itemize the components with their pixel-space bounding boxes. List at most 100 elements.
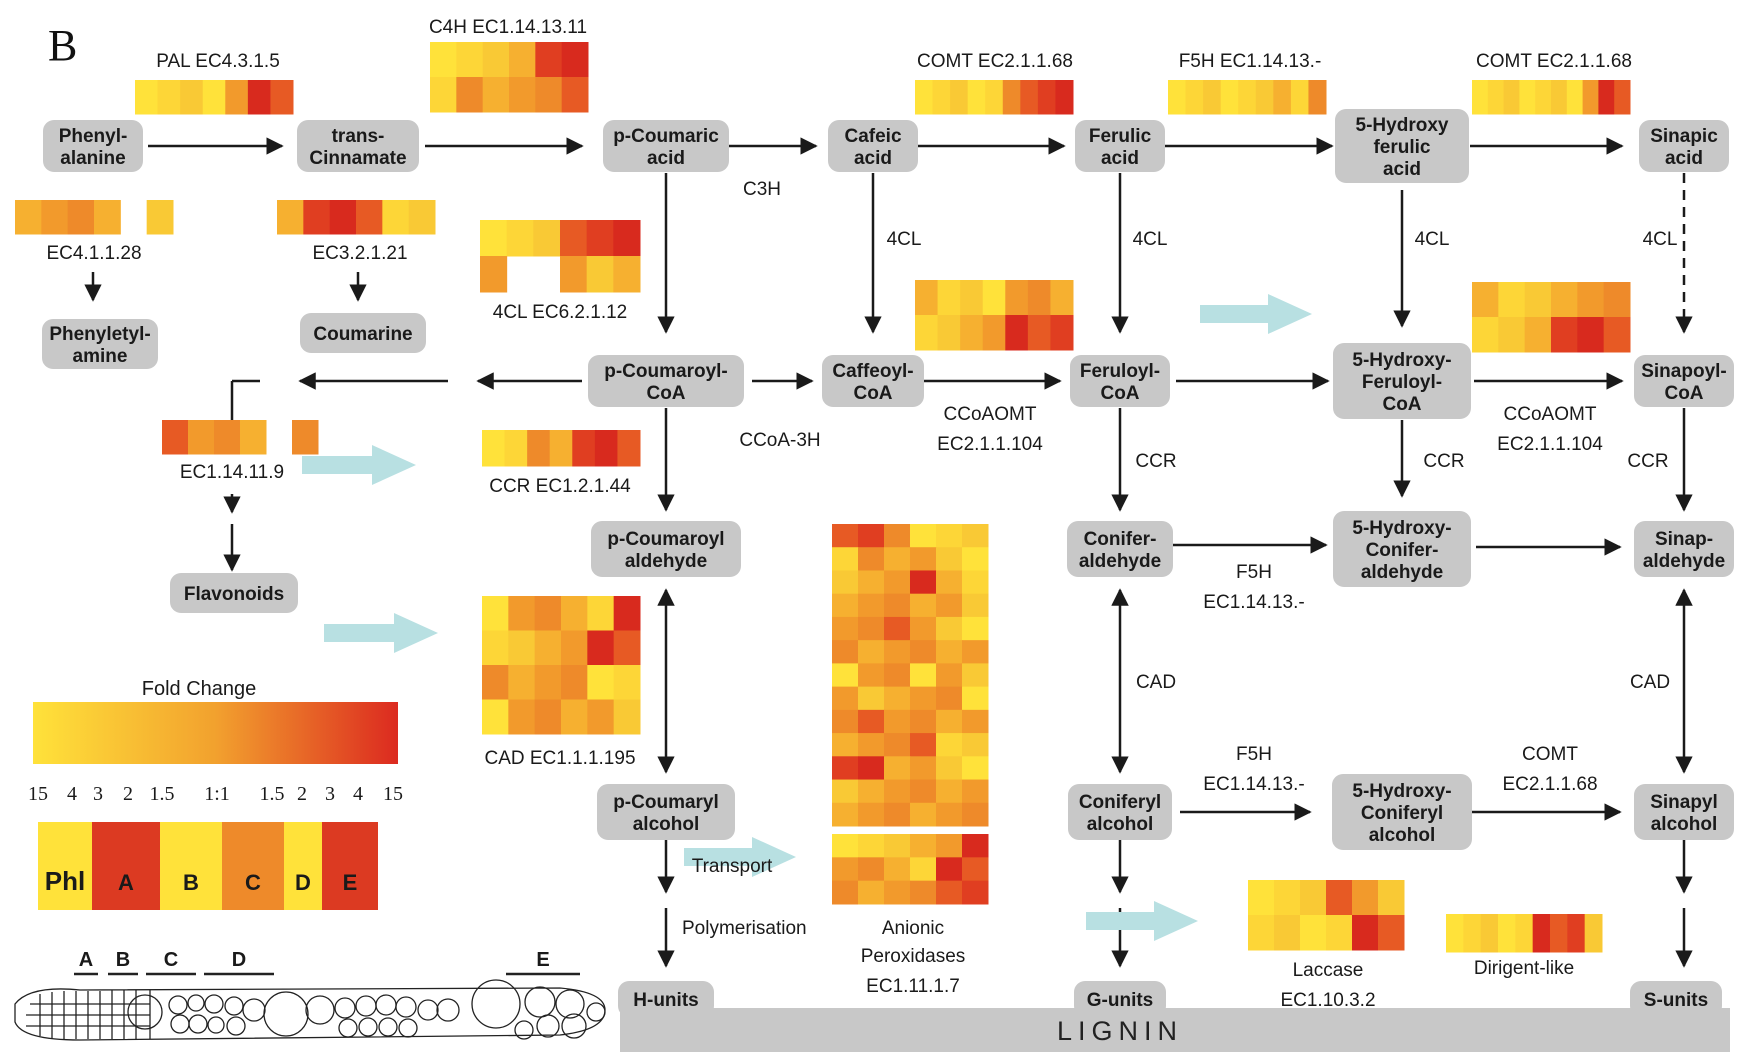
legend-swatch <box>322 822 378 910</box>
heatmap-cell <box>1551 317 1578 353</box>
node-box <box>42 319 158 369</box>
tissue-cross-section <box>14 972 606 1041</box>
legend-tick: 3 <box>325 783 335 805</box>
highlight-arrows <box>302 294 1312 941</box>
node-label: amine <box>73 346 128 367</box>
node-label: p-Coumaroyl <box>607 529 724 550</box>
heatmap-cell <box>225 80 249 115</box>
enzyme-label-ccr-3: CCR <box>1627 451 1668 472</box>
heatmap-cell <box>960 315 984 351</box>
enzyme-label-f5h-1: F5H EC1.14.13.- <box>1179 51 1322 72</box>
heatmap-cell <box>1498 317 1526 353</box>
heatmap-cell <box>910 880 937 905</box>
heatmap-cell <box>858 616 885 641</box>
heatmap-cell <box>962 640 989 664</box>
heatmap-cell <box>561 596 588 631</box>
node-label: Cinnamate <box>309 148 406 169</box>
heatmap-ec4-1-1-28 <box>15 200 174 235</box>
heatmap-c4h <box>430 42 589 113</box>
heatmap-cell <box>1037 80 1056 115</box>
heatmap-cell <box>408 200 436 235</box>
heatmap-comt-1 <box>915 80 1074 115</box>
heatmap-cell <box>1577 317 1605 353</box>
node-s-units: S-units <box>1630 981 1722 1017</box>
heatmap-cell <box>456 77 484 113</box>
legend-tick: 15 <box>383 783 403 805</box>
heatmap-cell <box>858 686 885 711</box>
heatmap-cell <box>962 834 989 858</box>
heatmap-cell <box>247 80 271 115</box>
node-box <box>297 120 419 172</box>
node-label: aldehyde <box>1361 562 1443 583</box>
heatmap-cell <box>858 834 885 858</box>
heatmap-cell <box>1050 280 1074 316</box>
legend-tick: 1:1 <box>204 783 230 805</box>
enzyme-label-ccr-2: CCR <box>1423 451 1464 472</box>
node-label: Coniferyl <box>1361 803 1443 824</box>
heatmap-cell <box>202 80 226 115</box>
heatmap-cell <box>482 42 510 78</box>
heatmap-cell <box>240 420 267 455</box>
heatmap-cell <box>962 686 989 711</box>
heatmap-cell <box>858 524 885 548</box>
node-box <box>1630 981 1722 1017</box>
heatmap-cell <box>915 315 939 351</box>
fold-change-gradient-bar <box>33 702 398 764</box>
heatmap-cell <box>962 547 989 571</box>
node-label: CoA <box>1664 383 1703 404</box>
heatmap-cell <box>832 756 859 781</box>
legend-swatch <box>160 822 222 910</box>
legend-swatch <box>38 822 92 910</box>
heatmap-cell <box>1002 80 1021 115</box>
heatmap-cell <box>936 709 963 734</box>
legend-sample-Phl: Phl <box>38 822 92 910</box>
node-label: Feruloyl- <box>1080 361 1160 382</box>
heatmap-cell <box>534 665 562 700</box>
heatmap-cell <box>15 200 42 235</box>
heatmap-cell <box>962 524 989 548</box>
enzyme-label-cad-1: CAD <box>1136 672 1176 693</box>
heatmap-cell <box>910 663 937 688</box>
heatmap-cell <box>936 640 963 664</box>
heatmap-cell <box>146 200 174 235</box>
heatmap-cell <box>561 699 588 735</box>
heatmap-cell <box>270 80 294 115</box>
heatmap-cell <box>884 733 911 757</box>
tissue-zone-label: A <box>79 949 93 971</box>
heatmap-cell <box>587 630 615 666</box>
heatmap-cell <box>1503 80 1520 115</box>
heatmap-cell <box>1614 80 1631 115</box>
heatmap-cell <box>910 834 937 858</box>
enzyme-label-comt-3-ec: EC2.1.1.68 <box>1502 774 1597 795</box>
node-label: aldehyde <box>1643 551 1725 572</box>
heatmap-cell <box>1519 80 1536 115</box>
node-box <box>1634 784 1734 840</box>
heatmap-cell <box>561 42 589 78</box>
heatmap-cell <box>67 200 95 235</box>
heatmap-cell <box>832 524 859 548</box>
node-label: Conifer- <box>1366 540 1439 561</box>
enzyme-label-anionic-1: Anionic <box>882 918 944 939</box>
enzyme-label-ccr-ec: CCR EC1.2.1.44 <box>489 476 631 497</box>
heatmap-cell <box>1005 280 1029 316</box>
heatmap-cell <box>884 834 911 858</box>
heatmap-peroxidases <box>832 524 989 827</box>
node-box <box>1074 981 1166 1017</box>
heatmap-cell <box>508 699 536 735</box>
heatmap-cell <box>1273 80 1292 115</box>
heatmap-cell <box>884 779 911 804</box>
legend-sample-B: B <box>160 822 222 910</box>
heatmap-cell <box>858 709 885 734</box>
enzyme-label-anionic-2: Peroxidases <box>861 946 966 967</box>
tissue-zone-label: C <box>164 949 178 971</box>
heatmap-cell <box>962 663 989 688</box>
heatmap-cell <box>884 686 911 711</box>
node-box <box>618 981 714 1017</box>
heatmap-cell <box>572 430 596 467</box>
legend-swatch <box>222 822 284 910</box>
